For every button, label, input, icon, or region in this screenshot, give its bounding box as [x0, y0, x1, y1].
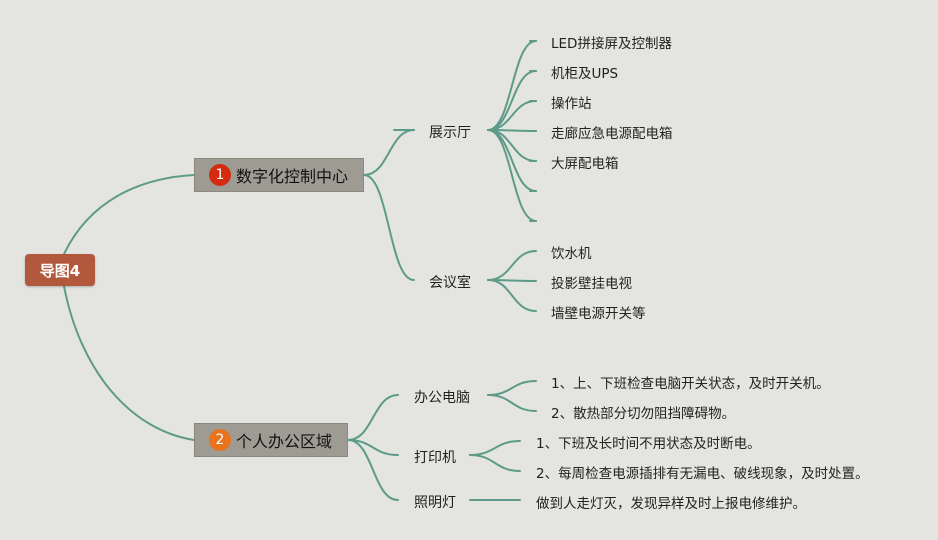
connector-curve [363, 174, 415, 281]
connector-curve [487, 250, 537, 281]
leaf-item[interactable]: 操作站 [551, 96, 592, 112]
connector-curve [469, 454, 521, 472]
branch-label: 数字化控制中心 [236, 167, 349, 186]
connector-curve [347, 439, 399, 501]
leaf-item[interactable]: 走廊应急电源配电箱 [551, 126, 673, 142]
number-badge-1: 1 [209, 164, 231, 186]
branch-personal-office-area[interactable]: 2 个人办公区域 [194, 423, 348, 457]
connector-curve [63, 285, 195, 441]
connector-curve [469, 440, 521, 456]
leaf-item[interactable]: 1、上、下班检查电脑开关状态，及时开关机。 [551, 376, 830, 392]
connector-curve [487, 70, 537, 131]
leaf-item[interactable]: LED拼接屏及控制器 [551, 36, 672, 52]
leaf-item[interactable]: 做到人走灯灭，发现异样及时上报电修维护。 [536, 496, 806, 512]
leaf-item[interactable]: 饮水机 [551, 246, 592, 262]
sub-node-meeting-room[interactable]: 会议室 [429, 275, 471, 291]
leaf-item[interactable]: 机柜及UPS [551, 66, 619, 82]
connector-curve [487, 279, 537, 312]
branch-digital-control-center[interactable]: 1 数字化控制中心 [194, 158, 364, 192]
sub-node-exhibition-hall[interactable]: 展示厅 [429, 125, 471, 141]
leaf-item[interactable]: 2、散热部分切勿阻挡障碍物。 [551, 406, 736, 422]
connector-curve [347, 394, 399, 441]
sub-node-lighting[interactable]: 照明灯 [414, 495, 456, 511]
leaf-item[interactable]: 2、每周检查电源插排有无漏电、破线现象，及时处置。 [536, 466, 869, 482]
sub-node-office-computer[interactable]: 办公电脑 [414, 390, 470, 406]
sub-node-printer[interactable]: 打印机 [414, 450, 456, 466]
leaf-item[interactable]: 1、下班及长时间不用状态及时断电。 [536, 436, 761, 452]
leaf-item[interactable]: 大屏配电箱 [551, 156, 619, 172]
leaf-item[interactable]: 墙壁电源开关等 [551, 306, 646, 322]
leaf-item[interactable]: 投影壁挂电视 [551, 276, 632, 292]
connector-curve [63, 174, 195, 255]
connector-curve [487, 380, 537, 396]
connector-curve [487, 129, 537, 162]
connector-curve [487, 40, 537, 131]
branch-label: 个人办公区域 [236, 432, 333, 451]
connector-curve [487, 394, 537, 412]
connector-curve [487, 129, 537, 222]
root-node[interactable]: 导图4 [25, 254, 95, 286]
number-badge-2: 2 [209, 429, 231, 451]
connector-curve [363, 129, 415, 176]
